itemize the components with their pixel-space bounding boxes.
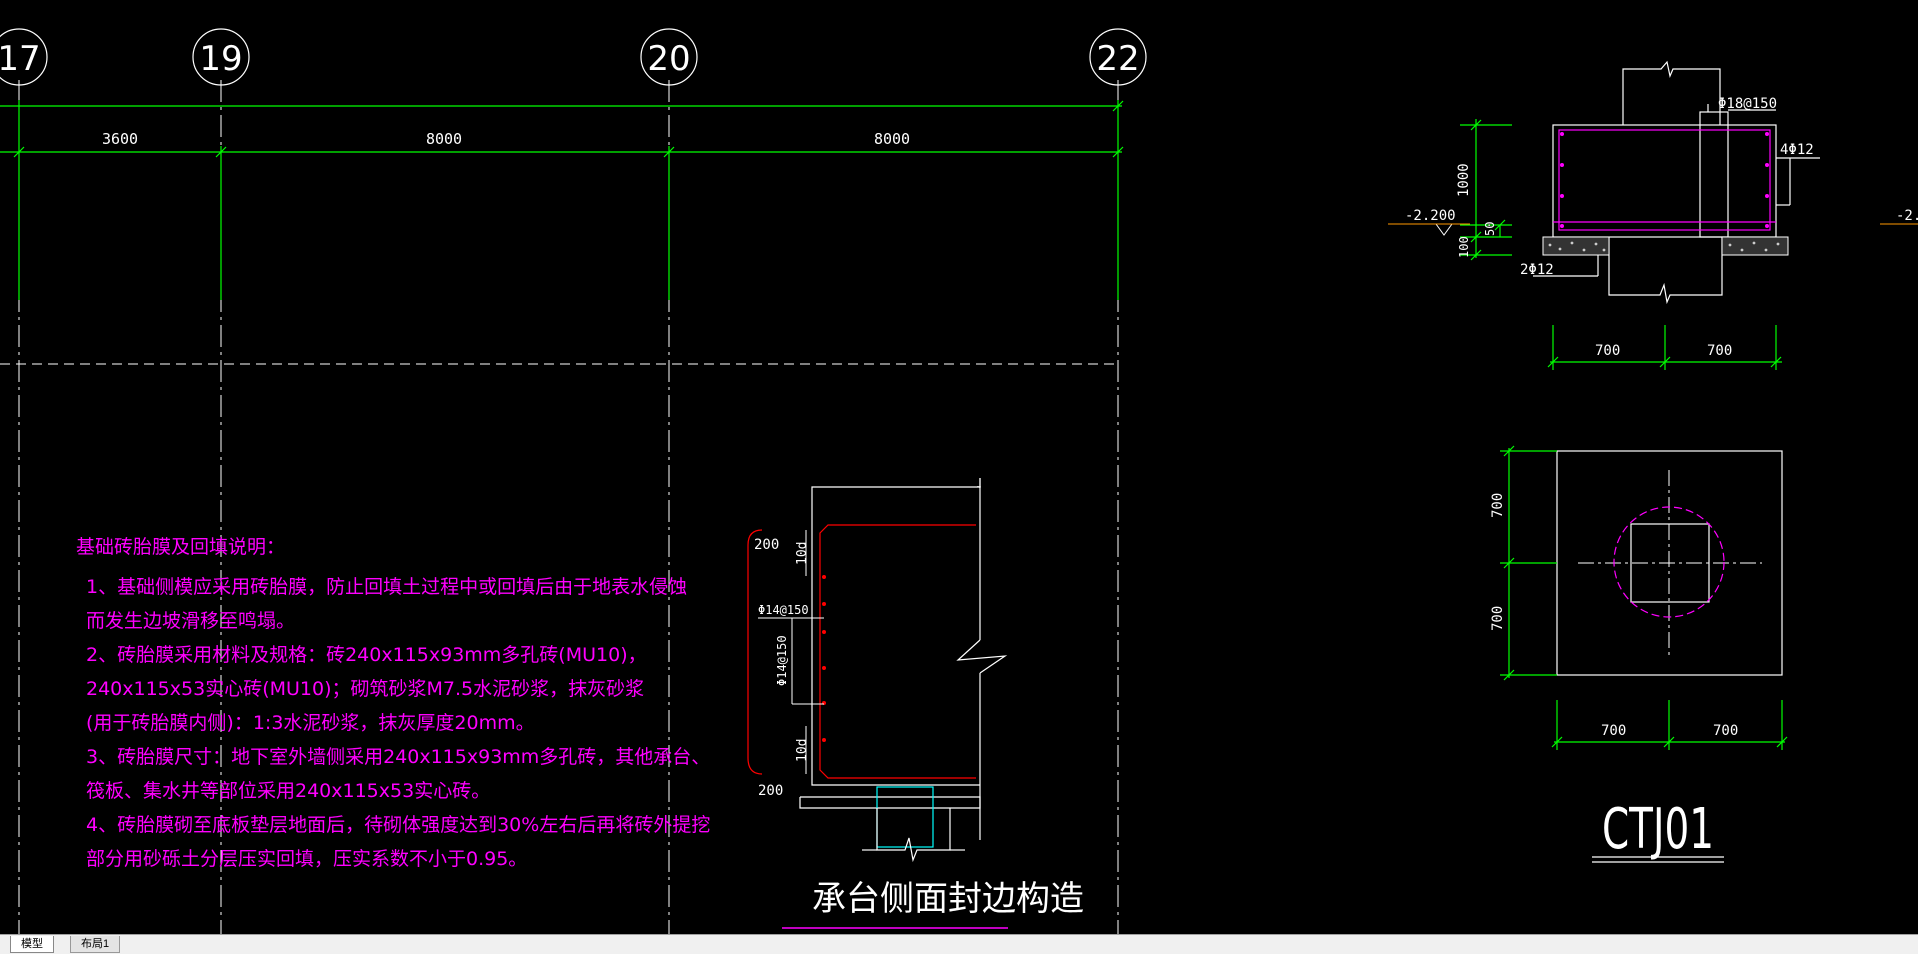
section-bottom-rebar: 2Φ12 [1520,262,1554,278]
edge-lap-bottom: 10d [795,739,810,762]
axis-label-17: 17 [0,39,41,79]
section-detail: -2.200 -2.2 1000 50 100 Φ18@150 4Φ12 2Φ1… [1388,60,1918,370]
axis-bubble-22 [1089,28,1147,86]
notes-line-2: 而发生边坡滑移至鸣塌。 [86,610,295,632]
edge-rebar-horizontal: Φ14@150 [758,603,809,617]
axis-grid: 17 19 20 22 3600 8000 8000 [0,28,1147,934]
edge-rebar-vertical: Φ14@150 [775,635,789,686]
notes-line-3: 2、砖胎膜采用材料及规格：砖240x115x93mm多孔砖(MU10)， [86,644,647,666]
dim-span-19-20: 8000 [426,130,462,148]
tab-layout1[interactable]: 布局1 [70,936,121,953]
edge-detail-title: 承台侧面封边构造 [812,879,1084,919]
layout-tabbar: 模型 布局1 [0,934,1918,954]
plan-detail: 700 700 700 700 CTJ01 [1490,445,1788,863]
notes-line-5: (用于砖胎膜内侧)：1:3水泥砂浆，抹灰厚度20mm。 [86,712,535,734]
edge-dim-bottom: 200 [758,783,783,799]
edge-detail: 200 200 Φ14@150 10d Φ14@150 10d 承台侧面封边构造 [747,478,1084,929]
dim-span-20-22: 8000 [874,130,910,148]
drawing-canvas[interactable]: 17 19 20 22 3600 8000 8000 基础砖胎膜及回填 [0,0,1918,934]
axis-label-22: 22 [1096,39,1139,79]
dim-span-17-19: 3600 [102,130,138,148]
notes-line-7: 筏板、集水井等部位采用240x115x53实心砖。 [86,780,490,802]
edge-lap-top: 10d [795,542,810,565]
axis-bubble-19 [192,28,250,86]
notes-line-6: 3、砖胎膜尺寸：地下室外墙侧采用240x115x93mm多孔砖，其他承台、 [86,746,710,768]
section-elevation-left: -2.200 [1405,208,1456,224]
section-top-rebar: Φ18@150 [1718,96,1777,112]
plan-dim-left-top: 700 [1490,493,1506,518]
tab-model[interactable]: 模型 [10,936,54,953]
notes-line-8: 4、砖胎膜砌至底板垫层地面后，待砌体强度达到30%左右后再将砖外提挖 [86,814,710,836]
axis-bubble-20 [640,28,698,86]
section-width-left: 700 [1595,343,1620,359]
section-elevation-right: -2.2 [1896,208,1918,224]
section-dim-100: 100 [1457,236,1471,258]
notes-line-4: 240x115x53实心砖(MU10)；砌筑砂浆M7.5水泥砂浆，抹灰砂浆 [86,678,644,700]
plan-dim-bottom-right: 700 [1713,723,1738,739]
plan-dim-bottom-left: 700 [1601,723,1626,739]
section-height: 1000 [1456,163,1472,197]
plan-name: CTJ01 [1602,797,1714,862]
section-width-right: 700 [1707,343,1732,359]
axis-label-20: 20 [647,39,690,79]
plan-dim-left-bottom: 700 [1490,606,1506,631]
section-dim-50: 50 [1483,222,1497,236]
axis-label-19: 19 [199,39,242,79]
foundation-notes: 基础砖胎膜及回填说明： 1、基础侧模应采用砖胎膜，防止回填土过程中或回填后由于地… [76,536,710,870]
notes-line-1: 1、基础侧模应采用砖胎膜，防止回填土过程中或回填后由于地表水侵蚀 [86,576,687,598]
notes-title: 基础砖胎膜及回填说明： [76,536,285,558]
edge-dim-top: 200 [754,537,779,553]
section-side-rebar: 4Φ12 [1780,142,1814,158]
axis-bubble-17 [0,28,48,86]
notes-line-9: 部分用砂砾土分层压实回填，压实系数不小于0.95。 [86,848,527,870]
